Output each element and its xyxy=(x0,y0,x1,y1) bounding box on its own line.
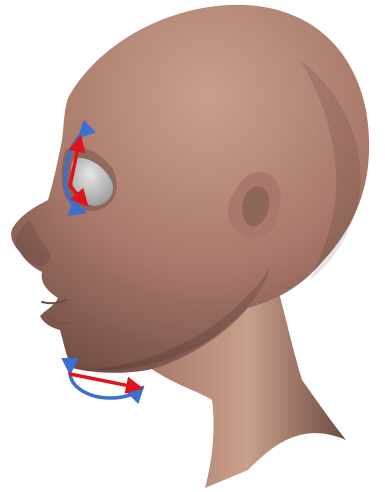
jaw-rotation-arrows-icon xyxy=(70,372,142,398)
jaw-arrow-red xyxy=(70,374,140,388)
